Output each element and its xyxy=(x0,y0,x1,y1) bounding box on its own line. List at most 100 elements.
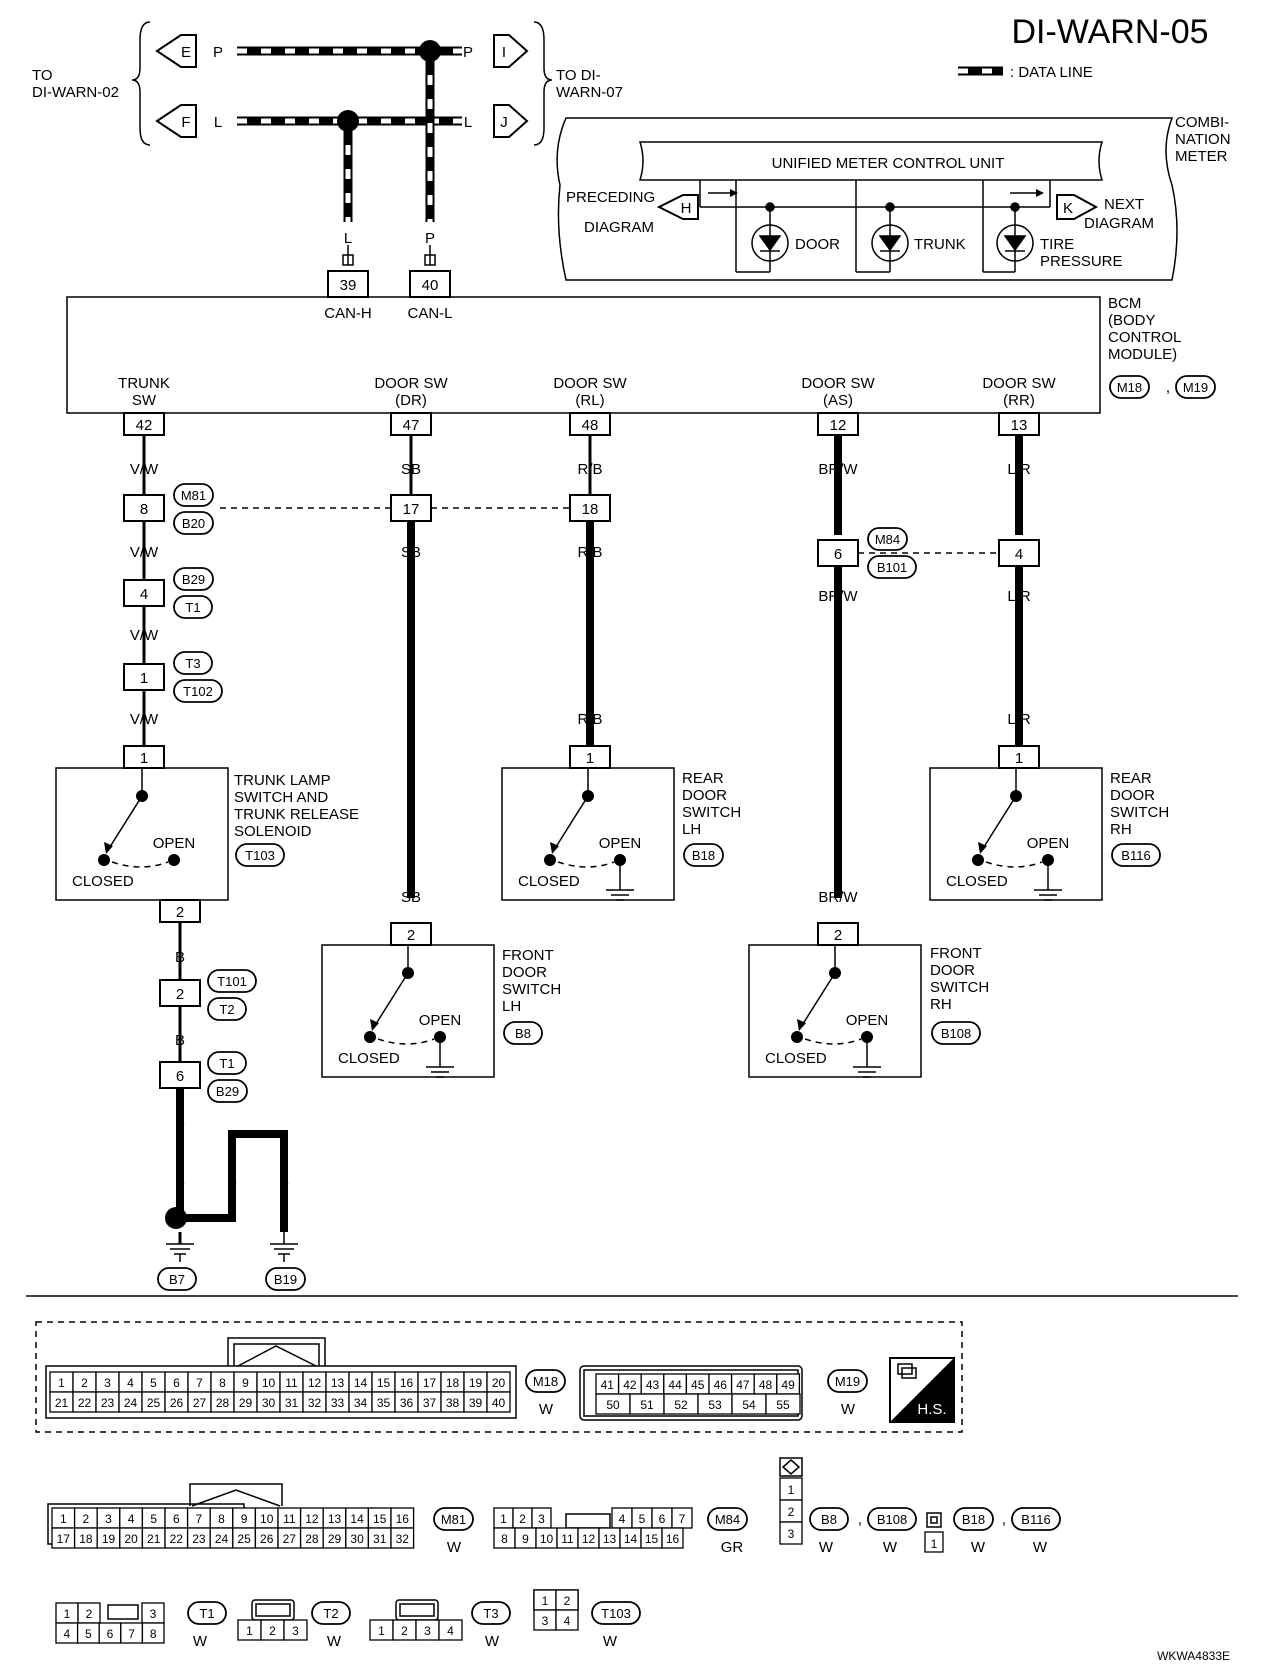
connector-b101: B101 xyxy=(877,560,907,575)
m19b-cell xyxy=(765,1393,801,1415)
t2-pin: 1 xyxy=(246,1624,253,1638)
switch-rr-tag: B116 xyxy=(1121,848,1150,863)
t1b-pin: 6 xyxy=(107,1627,114,1641)
m18-pin: 21 xyxy=(55,1396,69,1410)
switch-closed-label: CLOSED xyxy=(518,873,580,890)
switch-contact xyxy=(364,945,446,1045)
wire-dr: SB xyxy=(401,461,421,478)
m18-pin: 31 xyxy=(285,1396,299,1410)
wire-trunk: V/W xyxy=(130,461,159,478)
m81-pin: 17 xyxy=(57,1532,71,1546)
connector-g2-pin: 2 xyxy=(176,986,184,1003)
switch-rl-tag: B18 xyxy=(692,848,715,863)
pinout-b8-color: W xyxy=(819,1539,834,1556)
t3-pin: 2 xyxy=(401,1624,408,1638)
t2-pin: 2 xyxy=(269,1624,276,1638)
switch-closed-label: CLOSED xyxy=(72,873,134,890)
pinout-b8-tag: B8 xyxy=(821,1512,837,1527)
t103-pin: 2 xyxy=(564,1594,571,1608)
m19-pin: 44 xyxy=(668,1378,682,1392)
wire-rr: L/R xyxy=(1007,711,1031,728)
m19-pin: 42 xyxy=(623,1378,637,1392)
connector-b29-pill xyxy=(173,567,214,591)
connector-t4-pin: 4 xyxy=(140,586,148,603)
pinout-m18-color: W xyxy=(539,1401,554,1418)
bcm-connector-m18-pill xyxy=(1109,375,1150,399)
m84b-pin: 10 xyxy=(540,1532,554,1546)
m81-pin: 16 xyxy=(396,1512,410,1526)
t1-pin: 1 xyxy=(64,1607,71,1621)
pinout-t103-tag-pill xyxy=(591,1601,641,1625)
lamp-door-label: DOOR xyxy=(795,236,840,253)
m81-pin: 2 xyxy=(83,1512,90,1526)
m18-pin: 10 xyxy=(262,1376,276,1390)
m18-pin: 27 xyxy=(193,1396,207,1410)
m84b-pin: 12 xyxy=(582,1532,596,1546)
switch-trunk-in-pin: 1 xyxy=(140,750,148,767)
m18-pin: 7 xyxy=(196,1376,203,1390)
switch-as-tag-pill xyxy=(931,1021,981,1045)
connector-17-pin: 17 xyxy=(403,501,420,518)
m19b-pin: 51 xyxy=(640,1398,654,1412)
pinout-t2-color: W xyxy=(327,1633,342,1650)
m19b-pin: 52 xyxy=(674,1398,688,1412)
can-h-pin: 39 xyxy=(340,277,357,294)
switch-rl-in-pin: 1 xyxy=(586,750,594,767)
ground-symbol xyxy=(606,860,634,901)
m18-pin: 16 xyxy=(400,1376,414,1390)
can-l-label: CAN-L xyxy=(407,305,452,322)
t1-pin: 3 xyxy=(150,1607,157,1621)
bcm-connector-m19: M19 xyxy=(1183,380,1208,395)
t1b-pin: 8 xyxy=(150,1627,157,1641)
bcm-output-label: DOOR SW(AS) xyxy=(801,375,875,409)
lamp-trunk-label: TRUNK xyxy=(914,236,966,253)
pinout-t1-tag: T1 xyxy=(199,1606,214,1621)
b8-cell xyxy=(779,1521,803,1545)
ground-b19: B19 xyxy=(274,1272,297,1287)
pinout-m19-color: W xyxy=(841,1401,856,1418)
pinout-m19-tag: M19 xyxy=(835,1374,860,1389)
m19-pin: 46 xyxy=(714,1378,728,1392)
arrow-f: F xyxy=(181,114,190,131)
t103-pin: 1 xyxy=(542,1594,549,1608)
wire-trunk: V/W xyxy=(130,544,159,561)
m18-pin: 3 xyxy=(104,1376,111,1390)
m84b-pin: 11 xyxy=(561,1532,574,1546)
arrow-k: K xyxy=(1063,200,1073,217)
t103-pin: 4 xyxy=(564,1614,571,1628)
arrow-e: E xyxy=(181,44,191,61)
legend-label: : DATA LINE xyxy=(1010,64,1093,81)
m84b-pin: 9 xyxy=(522,1532,529,1546)
switch-dr-tag: B8 xyxy=(515,1026,531,1041)
m81-pin: 25 xyxy=(237,1532,251,1546)
t3-pin: 4 xyxy=(447,1624,454,1638)
m81-pin: 24 xyxy=(215,1532,229,1546)
m84-pin: 6 xyxy=(659,1512,666,1526)
pinout-m84-color: GR xyxy=(721,1539,744,1556)
pinout-b116-color: W xyxy=(1033,1539,1048,1556)
m81-pin: 13 xyxy=(328,1512,342,1526)
pinout-b18-tag: B18 xyxy=(962,1512,985,1527)
m18-pin: 32 xyxy=(308,1396,322,1410)
m81-pin: 6 xyxy=(173,1512,180,1526)
m18-pin: 28 xyxy=(216,1396,230,1410)
m19b-pin: 53 xyxy=(708,1398,722,1412)
ground-wire: B xyxy=(175,1173,185,1190)
comma: , xyxy=(858,1511,862,1528)
wire-rl: R/B xyxy=(577,711,602,728)
bcm-output-pin: 13 xyxy=(1011,417,1028,434)
m84-pin: 3 xyxy=(538,1512,545,1526)
t2-pin: 3 xyxy=(292,1624,299,1638)
m18-pin: 18 xyxy=(446,1376,460,1390)
m18-pin: 26 xyxy=(170,1396,184,1410)
footer-code: WKWA4833E xyxy=(1157,1649,1230,1663)
m18-pin: 23 xyxy=(101,1396,115,1410)
m18-pin: 1 xyxy=(58,1376,65,1390)
m84-pin: 2 xyxy=(519,1512,526,1526)
wire-color-top-left: P xyxy=(213,44,223,61)
ground-wire: B xyxy=(175,1115,185,1132)
m81-pin: 26 xyxy=(260,1532,274,1546)
t2-cell xyxy=(283,1619,308,1641)
m81-pin: 7 xyxy=(196,1512,203,1526)
t103-cell xyxy=(555,1609,579,1631)
